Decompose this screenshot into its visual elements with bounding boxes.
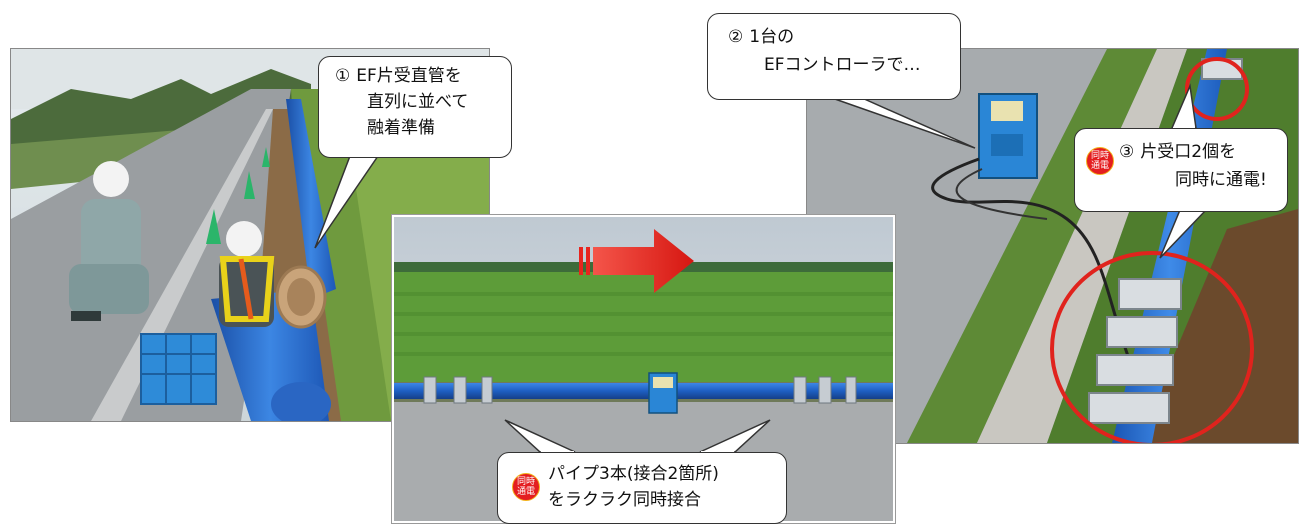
step3-number: ③	[1119, 142, 1135, 162]
simultaneous-energize-badge: 同時 通電	[512, 473, 540, 501]
step2-line2: EFコントローラで…	[764, 55, 921, 75]
step2-number: ②	[728, 27, 744, 47]
step1-line1: EF片受直管を	[356, 66, 462, 86]
callout-simultaneous-joining: 同時 通電 パイプ3本(接合2箇所) をラクラク同時接合	[497, 452, 787, 524]
center-line1: パイプ3本(接合2箇所)	[548, 464, 719, 484]
step3-line2: 同時に通電!	[1175, 170, 1267, 190]
step3-line1: 片受口2個を	[1140, 142, 1237, 162]
badge-text-1: 同時	[1090, 151, 1109, 161]
step2-line1: 1台の	[749, 27, 795, 47]
center-line2: をラクラク同時接合	[548, 490, 701, 510]
badge-text-2: 通電	[516, 487, 535, 497]
step1-line2: 直列に並べて	[367, 92, 469, 112]
simultaneous-energize-badge: 同時 通電	[1086, 147, 1114, 175]
step1-number: ①	[335, 66, 351, 86]
arrow-right-icon	[579, 229, 694, 293]
badge-text-1: 同時	[516, 477, 535, 487]
badge-text-2: 通電	[1090, 161, 1109, 171]
step1-line3: 融着準備	[367, 118, 435, 138]
